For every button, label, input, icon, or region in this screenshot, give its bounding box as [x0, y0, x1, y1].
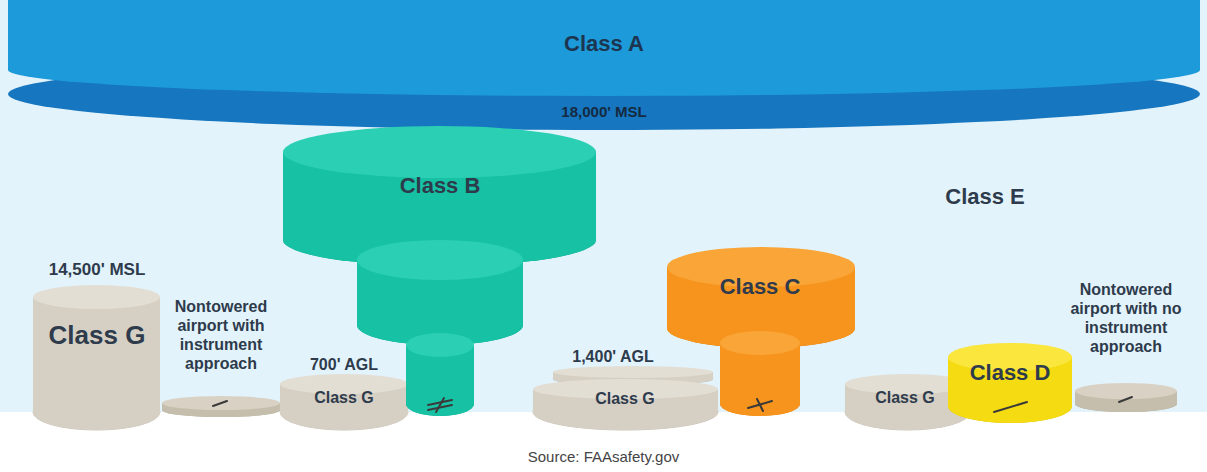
class-a-band: Class A 18,000' MSL	[0, 0, 1207, 135]
airspace-label: Class G	[289, 388, 399, 407]
source-caption: Source: FAAsafety.gov	[0, 448, 1207, 465]
runway-mark	[1119, 397, 1132, 402]
node-outline	[280, 125, 600, 420]
runway-mark	[436, 398, 444, 412]
airspace-label: Class G	[850, 388, 960, 407]
class-g-cylinder: 700' AGL Class G	[278, 352, 410, 432]
airspace-label: Class A	[504, 31, 704, 57]
cylinder-top	[162, 396, 280, 410]
class-e-region: Class E Class A 18,000' MSL 14,500' MSL Clas…	[0, 0, 1207, 412]
airspace-label: Class G	[37, 320, 157, 351]
airspace-label: 1,400' AGL	[548, 347, 678, 366]
class-b-tiers: Class B	[280, 125, 600, 420]
airspace-label: Class E	[915, 184, 1055, 210]
airspace-label: Class D	[951, 360, 1069, 386]
airspace-label: 14,500' MSL	[27, 260, 167, 280]
region-fill	[0, 0, 1207, 412]
cylinder-top	[283, 126, 596, 178]
cylinder-top	[1075, 383, 1177, 399]
cylinder-top	[406, 333, 474, 357]
cylinder-top	[720, 331, 800, 355]
airspace-label: 18,000' MSL	[504, 103, 704, 121]
node-outline	[946, 340, 1076, 432]
cylinder-top	[553, 366, 713, 378]
runway-mark	[994, 402, 1027, 412]
airspace-label: Class B	[360, 173, 520, 199]
airspace-label: Class G	[570, 389, 680, 408]
cylinder-top	[33, 285, 160, 309]
class-g-cylinder: 1,400' AGL Class G	[530, 342, 722, 432]
node-outline	[665, 245, 860, 420]
airport-disc: Nontowered airport with instrument appro…	[158, 290, 288, 420]
airspace-label: 700' AGL	[284, 355, 404, 374]
runway-mark	[213, 401, 227, 406]
cylinder-top	[357, 240, 523, 280]
airport-disc: Nontowered airport with no instrument ap…	[1067, 268, 1188, 420]
airspace-label: Class C	[680, 274, 840, 300]
class-c-tiers: Class C	[665, 245, 860, 420]
class-g-cylinder: 14,500' MSL Class G	[25, 255, 175, 435]
class-d-cylinder: Class D	[946, 340, 1076, 432]
airspace-label: Nontowered airport with no instrument ap…	[1067, 280, 1185, 357]
airspace-label: Nontowered airport with instrument appro…	[160, 297, 282, 374]
runway-mark	[757, 399, 763, 411]
cylinder-side	[33, 297, 160, 430]
